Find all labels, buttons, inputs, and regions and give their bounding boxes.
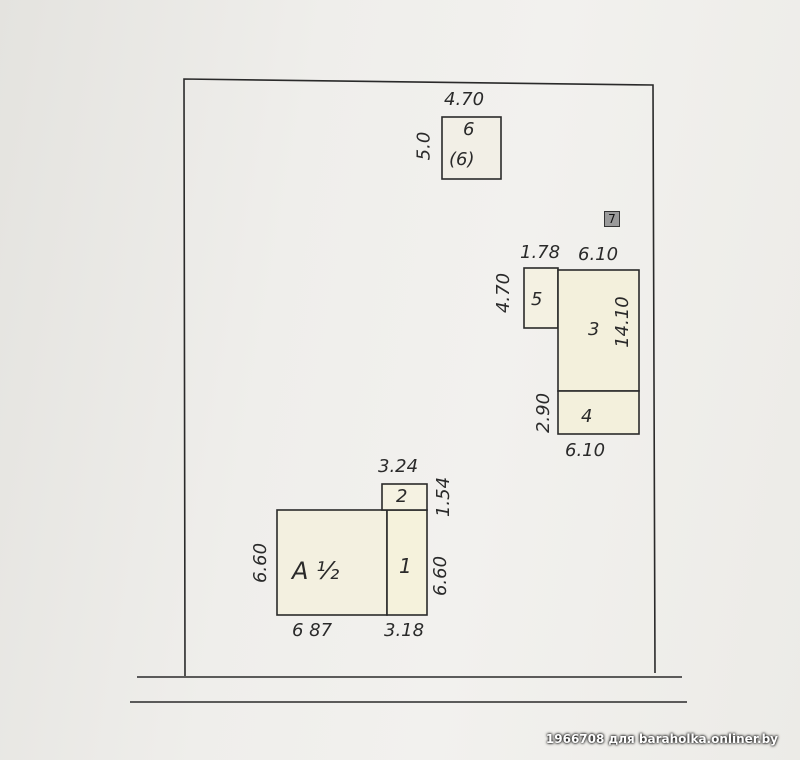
dim-main-bottom: 6 87 xyxy=(292,620,333,641)
plot-boundary xyxy=(183,78,656,677)
dim-b3-top: 6.10 xyxy=(578,244,619,265)
room-2-label: 2 xyxy=(396,486,408,507)
dim-b5-side: 4.70 xyxy=(493,272,515,314)
building-3 xyxy=(557,269,640,392)
watermark-text: 1966708 для baraholka.onliner.by xyxy=(545,732,778,746)
room-3-label: 3 xyxy=(588,319,600,340)
main-house xyxy=(276,509,388,616)
room-2 xyxy=(381,483,428,511)
building-6 xyxy=(441,116,502,180)
room-1 xyxy=(386,509,428,616)
dim-b4-bottom: 6.10 xyxy=(565,440,606,461)
room-5-label: 5 xyxy=(531,289,543,310)
room-1-label: 1 xyxy=(399,554,412,578)
room-6-label: 6 xyxy=(463,119,475,140)
dim-b1-right: 6.60 xyxy=(430,555,452,597)
dim-b6-top: 4.70 xyxy=(444,89,485,110)
room-4-label: 4 xyxy=(581,406,593,427)
dim-b3-side: 14.10 xyxy=(611,296,633,348)
room-6-sublabel: (6) xyxy=(449,149,475,170)
marker-7: 7 xyxy=(604,211,620,227)
main-house-label: A ½ xyxy=(292,557,340,585)
dim-main-left: 6.60 xyxy=(250,542,272,584)
building-4 xyxy=(557,390,640,435)
dim-b2-top: 3.24 xyxy=(378,456,419,477)
dim-b1-bottom: 3.18 xyxy=(384,620,425,641)
dim-b6-side: 5.0 xyxy=(413,131,435,161)
dim-b4-side: 2.90 xyxy=(533,392,555,434)
dim-b2-side: 1.54 xyxy=(433,476,455,518)
dim-b5-top: 1.78 xyxy=(520,242,561,263)
